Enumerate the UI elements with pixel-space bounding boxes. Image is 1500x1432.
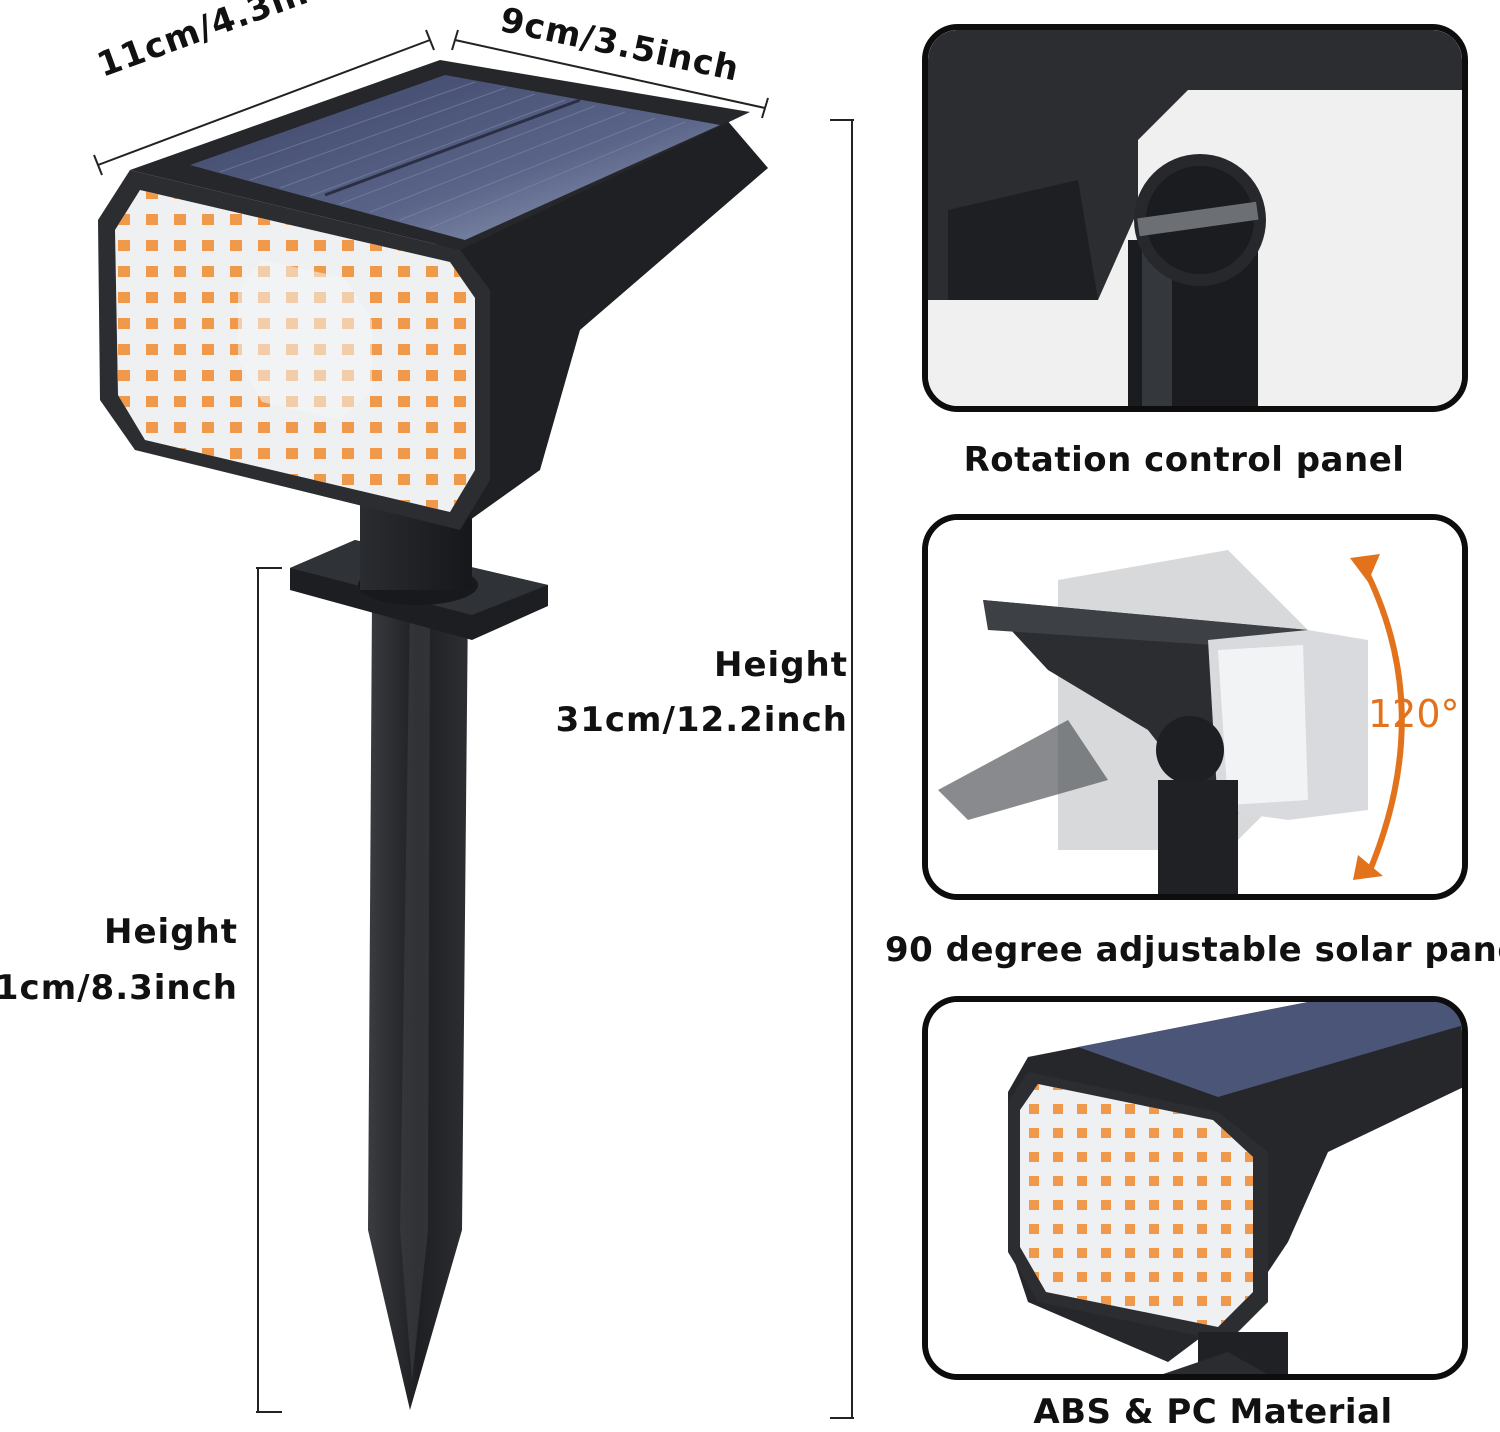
total-height-value: 31cm/12.2inch	[555, 700, 848, 740]
lamp-head	[98, 60, 768, 530]
solar-panel	[190, 75, 720, 240]
solar-panel-tilt-illustration	[928, 520, 1462, 894]
panel-3-caption: ABS & PC Material	[1033, 1392, 1393, 1432]
depth-dimension-line	[451, 29, 769, 119]
panel-1-caption: Rotation control panel	[963, 440, 1405, 480]
ground-stake	[368, 600, 468, 1410]
adjustable-solar-panel-image: 120°	[922, 514, 1468, 900]
rotation-arrow-icon	[1350, 554, 1405, 880]
total-height-bracket	[830, 119, 854, 1419]
rotation-control-panel-image	[922, 24, 1468, 412]
panel-2-caption: 90 degree adjustable solar panel	[885, 930, 1500, 970]
stake-height-bracket	[256, 567, 282, 1413]
material-panel-image	[922, 996, 1468, 1380]
main-product-illustration	[93, 29, 854, 1419]
stake-height-title: Height	[104, 912, 238, 952]
total-height-title: Height	[714, 645, 848, 685]
stake-height-value: 21cm/8.3inch	[0, 968, 238, 1008]
rotation-knob-closeup	[928, 30, 1462, 406]
angle-label: 120°	[1368, 692, 1460, 736]
width-dimension-line	[93, 29, 435, 176]
lamp-head-closeup	[928, 1002, 1462, 1374]
